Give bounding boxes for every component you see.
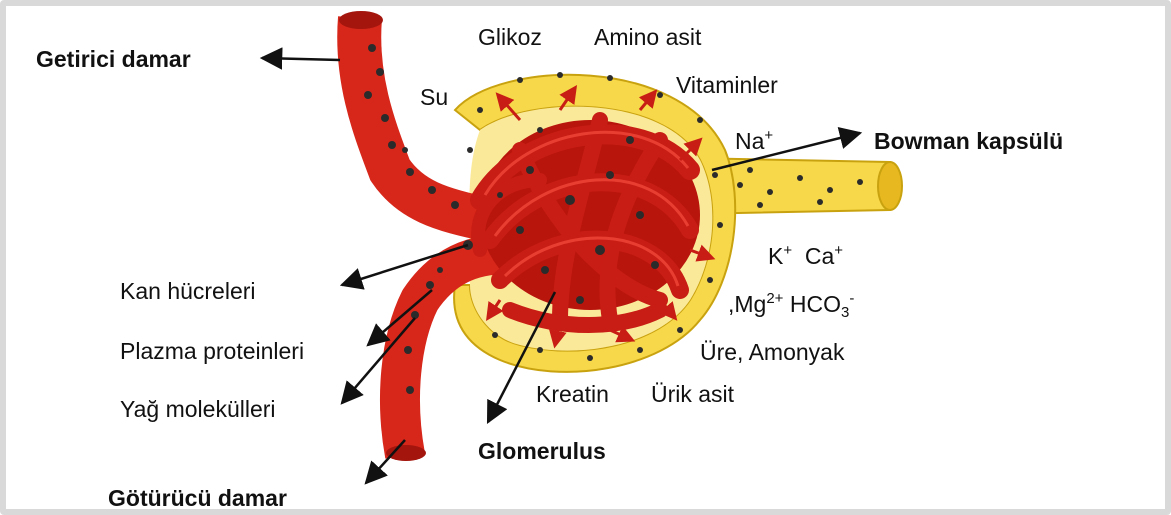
label-efferent-vessel: Götürücü damar (108, 487, 287, 510)
label-water: Su (420, 86, 448, 109)
label-fat-molecules: Yağ molekülleri (120, 398, 276, 421)
label-plasma-proteins: Plazma proteinleri (120, 340, 304, 363)
label-glucose: Glikoz (478, 26, 542, 49)
label-urea-ammonia: Üre, Amonyak (700, 341, 844, 364)
label-afferent-vessel: Getirici damar (36, 48, 191, 71)
label-magnesium-bicarbonate: ,Mg2+ HCO3- (728, 293, 854, 316)
label-uric-acid: Ürik asit (651, 383, 734, 406)
tubule-opening (878, 162, 902, 210)
label-sodium: Na+ (735, 130, 773, 153)
label-amino-acid: Amino asit (594, 26, 701, 49)
label-blood-cells: Kan hücreleri (120, 280, 256, 303)
label-creatine: Kreatin (536, 383, 609, 406)
afferent-opening (339, 11, 383, 29)
label-bowman-capsule: Bowman kapsülü (874, 130, 1063, 153)
arrow-afferent (262, 58, 340, 60)
label-potassium-calcium: K+ Ca+ (768, 245, 843, 268)
label-vitamins: Vitaminler (676, 74, 778, 97)
label-glomerulus: Glomerulus (478, 440, 606, 463)
